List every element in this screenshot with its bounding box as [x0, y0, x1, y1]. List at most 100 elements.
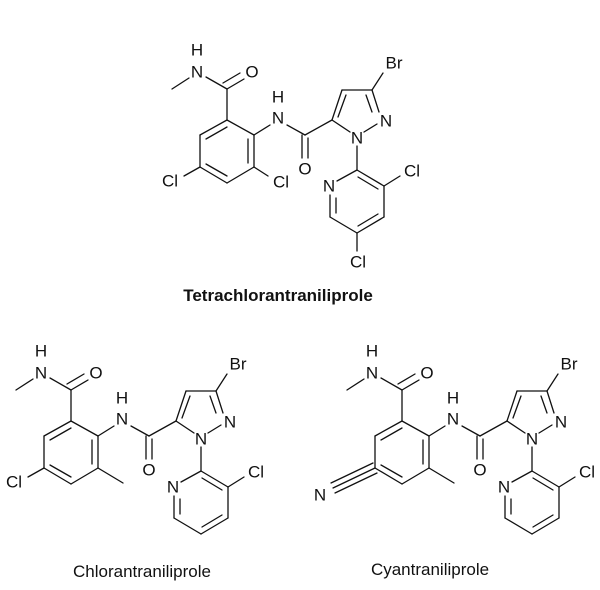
methyl-bond: [428, 467, 455, 484]
bond: [199, 166, 228, 184]
bond: [201, 514, 223, 528]
bond: [357, 213, 379, 227]
bond: [222, 72, 241, 84]
bond: [371, 89, 380, 113]
bond: [49, 464, 72, 478]
caption-chlorantraniliprole: Chlorantraniliprole: [73, 562, 211, 581]
bond: [357, 176, 379, 190]
bond: [479, 420, 508, 437]
bond: [331, 89, 343, 121]
bond: [365, 94, 373, 113]
carbonyl-oxygen-label: O: [89, 364, 102, 383]
bond: [380, 427, 403, 441]
bond: [97, 425, 115, 437]
bond: [304, 119, 333, 136]
bond-chlorine: [183, 166, 201, 177]
amide-hydrogen-label: H: [366, 342, 378, 361]
bond: [401, 420, 430, 437]
carbonyl-oxygen-label: O: [473, 461, 486, 480]
anilide-nitrogen-label: N: [447, 410, 459, 429]
bond: [363, 123, 378, 133]
bond: [558, 476, 576, 488]
bond: [226, 166, 255, 184]
bond: [148, 420, 177, 437]
anilide-hydrogen-label: H: [272, 88, 284, 107]
bromine-label: Br: [386, 54, 403, 73]
bond: [215, 390, 224, 414]
bond: [397, 373, 416, 385]
bond: [546, 373, 559, 392]
bond: [511, 470, 533, 483]
chlorine-label: Cl: [6, 473, 22, 492]
bond: [227, 476, 245, 488]
pyrazole-n1-label: N: [526, 430, 538, 449]
bond: [546, 390, 555, 414]
bond: [329, 216, 358, 234]
bromine-label: Br: [561, 355, 578, 374]
caption-cyantraniliprole: Cyantraniliprole: [370, 560, 490, 579]
bond: [49, 377, 72, 391]
amide-nitrogen-label: N: [35, 364, 47, 383]
carbonyl-oxygen-label: O: [142, 461, 155, 480]
bond: [205, 76, 228, 90]
chlorine-label: Cl: [404, 162, 420, 181]
bond: [207, 424, 222, 434]
anilide-nitrogen-label: N: [116, 410, 128, 429]
bond: [504, 517, 533, 535]
nitrile-triple-bond: [330, 462, 374, 484]
bond: [337, 94, 347, 118]
bond: [531, 517, 560, 535]
bond: [531, 470, 560, 488]
bond: [540, 395, 548, 414]
bond: [331, 119, 351, 133]
bond: [371, 72, 384, 91]
bond: [201, 477, 223, 491]
bond: [374, 467, 403, 485]
anilide-hydrogen-label: H: [447, 389, 459, 408]
bond: [380, 464, 403, 478]
bond: [226, 119, 255, 136]
bond: [428, 425, 446, 437]
bond: [181, 395, 191, 419]
bond: [209, 395, 217, 414]
bond: [253, 124, 271, 136]
bond: [374, 420, 403, 437]
bond: [15, 378, 34, 391]
bond: [175, 420, 195, 434]
pyridine-nitrogen-label: N: [323, 177, 335, 196]
bond: [383, 175, 401, 187]
bond: [70, 379, 89, 391]
bond: [43, 420, 72, 437]
bond: [200, 517, 229, 535]
bond: [336, 169, 358, 182]
carbonyl-oxygen-label: O: [420, 364, 433, 383]
chlorine-label: Cl: [162, 172, 178, 191]
anilide-nitrogen-label: N: [272, 109, 284, 128]
bond: [173, 517, 202, 535]
nitrile-triple-bond: [332, 467, 376, 489]
bond: [171, 77, 190, 90]
bond: [346, 378, 365, 391]
bond: [461, 425, 481, 437]
amide-nitrogen-label: N: [366, 364, 378, 383]
nitrile-triple-bond: [334, 472, 378, 494]
bond: [49, 427, 72, 441]
bond: [506, 420, 526, 434]
bond: [200, 470, 229, 488]
amide-hydrogen-label: H: [35, 342, 47, 361]
carbonyl-oxygen-label: O: [298, 160, 311, 179]
pyridine-nitrogen-label: N: [498, 478, 510, 497]
methyl-bond: [97, 467, 124, 484]
nitrile-nitrogen-label: N: [314, 486, 326, 505]
bond: [356, 216, 385, 234]
bond-chlorine: [253, 166, 269, 177]
bond: [70, 467, 99, 485]
pyrazole-n1-label: N: [195, 430, 207, 449]
chlorine-label: Cl: [273, 173, 289, 192]
caption-tetrachlorantraniliprole: Tetrachlorantraniliprole: [183, 286, 373, 305]
bond: [70, 420, 99, 437]
bond: [538, 424, 553, 434]
